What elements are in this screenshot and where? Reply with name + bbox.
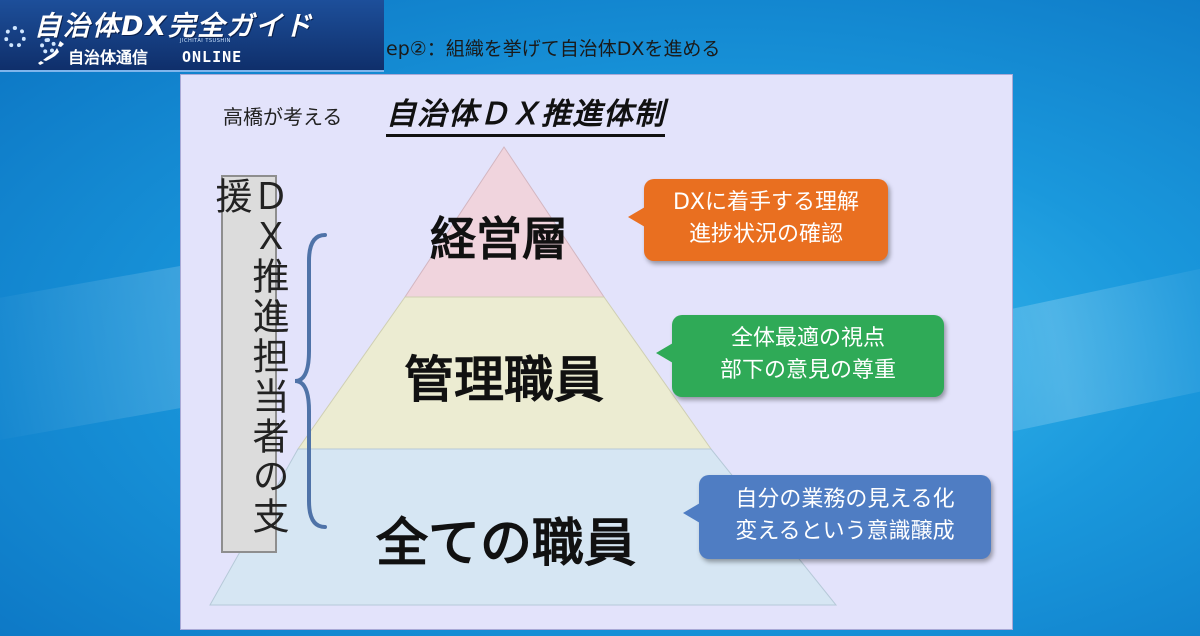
brace-icon (294, 233, 327, 529)
slide-title-prefix: 高橋が考える (223, 105, 343, 129)
callout-executives: DXに着手する理解 進捗状況の確認 (628, 179, 888, 261)
gear-icon (4, 26, 26, 48)
level-label-executives: 経営層 (430, 212, 568, 266)
callout-all-staff: 自分の業務の見える化 変えるという意識醸成 (683, 475, 991, 559)
pyramid-tier-bottom (209, 448, 838, 606)
logo-title: 自治体DX完全ガイド (34, 11, 314, 42)
slide: 高橋が考える 自治体ＤＸ推進体制 ＤＸ推進担当者の支援 経営層 管理職員 全ての… (180, 74, 1013, 630)
level-label-all-staff: 全ての職員 (375, 514, 636, 574)
support-label-box: ＤＸ推進担当者の支援 (209, 175, 289, 553)
level-label-managers: 管理職員 (404, 351, 604, 409)
logo-tiny-text: JICHITAI TSUSHIN (180, 38, 231, 44)
step-title: ep②：組織を挙げて自治体DXを進める (386, 38, 721, 60)
pyramid (209, 146, 838, 606)
callout-line: 自分の業務の見える化 (735, 487, 955, 512)
support-label: ＤＸ推進担当者の支援 (209, 177, 289, 537)
callout-line: 全体最適の視点 (730, 326, 885, 351)
callout-line: 変えるという意識醸成 (735, 519, 955, 544)
callout-line: 部下の意見の尊重 (719, 358, 896, 383)
logo-subtitle: 自治体通信 (68, 48, 149, 67)
japan-map-icon (38, 41, 64, 65)
slide-title: 自治体ＤＸ推進体制 (386, 89, 665, 137)
site-logo[interactable]: 自治体DX完全ガイド 自治体通信 JICHITAI TSUSHIN ONLINE (0, 0, 384, 72)
callout-line: 進捗状況の確認 (688, 222, 843, 247)
callout-line: DXに着手する理解 (672, 190, 859, 215)
gear-icon (40, 38, 56, 54)
logo-online: ONLINE (182, 48, 243, 66)
callout-managers: 全体最適の視点 部下の意見の尊重 (656, 315, 944, 397)
